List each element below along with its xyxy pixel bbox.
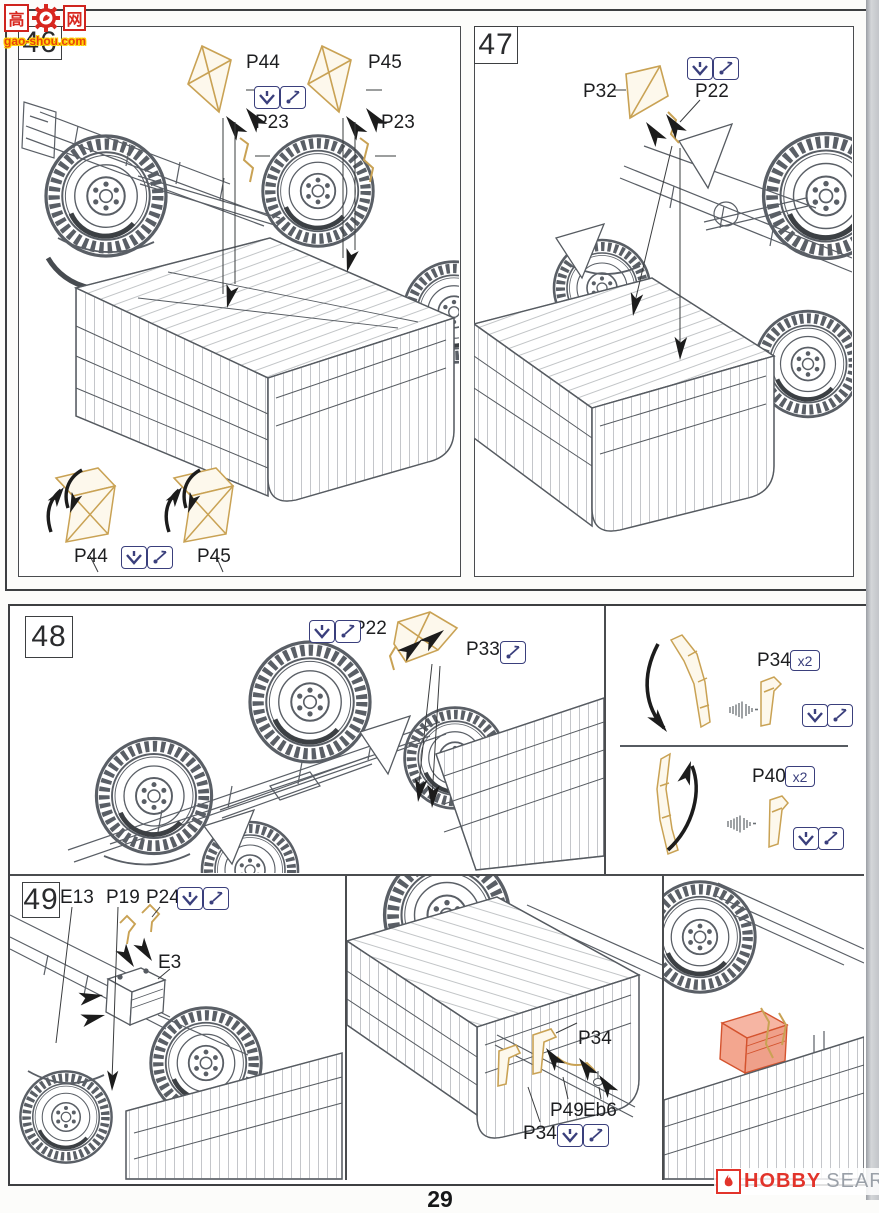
label-p44-top: P44: [246, 52, 280, 73]
step-number-48: 48: [25, 616, 73, 658]
step49-middle-drawing: [347, 876, 662, 1139]
step48-drawing: [67, 611, 604, 873]
step47-drawing: [474, 26, 852, 532]
hobbysearch-watermark: HOBBY SEARCH: [714, 1168, 879, 1195]
label-p22-47: P22: [695, 81, 729, 102]
step-number-49: 49: [22, 882, 60, 918]
label-p23-right: P23: [381, 112, 415, 133]
glue-icon: [203, 887, 229, 910]
insert-arrow-icon: [793, 827, 819, 850]
glue-icon: [500, 641, 526, 664]
x2-quantity-badge: x2: [785, 766, 815, 787]
label-p34-upper: P34: [578, 1028, 612, 1049]
gaoshou-watermark: 高 网 gao-shou.com: [4, 3, 86, 48]
insert-arrow-icon: [254, 86, 280, 109]
insert-arrow-icon: [121, 546, 147, 569]
label-p33: P33: [466, 639, 500, 660]
step48-fold-diagrams: [645, 634, 789, 856]
insert-arrow-icon: [802, 704, 828, 727]
step49-drawing: [10, 903, 343, 1180]
label-p24: P24: [146, 887, 180, 908]
insert-arrow-icon: [557, 1124, 583, 1147]
gaoshou-char-right: 网: [63, 5, 86, 31]
glue-icon: [147, 546, 173, 569]
glue-icon: [818, 827, 844, 850]
label-e13: E13: [60, 887, 94, 908]
label-p22-48: P22: [353, 618, 387, 639]
label-p32: P32: [583, 81, 617, 102]
step49-divider-right: [662, 876, 664, 1180]
bend-motion-icon: [726, 812, 758, 841]
step-number-47: 47: [474, 26, 518, 64]
step49-divider-left: [345, 876, 347, 1180]
gaoshou-char-left: 高: [4, 4, 29, 32]
step49-result-drawing: [664, 876, 864, 1180]
step48-step49-divider: [10, 874, 864, 876]
gaoshou-domain: gao-shou.com: [4, 34, 87, 48]
gaoshou-gear-icon: [32, 4, 60, 32]
glue-icon: [583, 1124, 609, 1147]
label-p49: P49: [550, 1100, 584, 1121]
label-p34-lower: P34: [523, 1123, 557, 1144]
glue-icon: [713, 57, 739, 80]
label-p45-bottom: P45: [197, 546, 231, 567]
insert-arrow-icon: [177, 887, 203, 910]
x2-quantity-badge: x2: [790, 650, 820, 671]
insert-arrow-icon: [309, 620, 335, 643]
glue-icon: [280, 86, 306, 109]
hobbysearch-flame-icon: [716, 1169, 741, 1194]
hobbysearch-word2: SEARCH: [826, 1170, 879, 1192]
hobbysearch-word1: HOBBY: [744, 1170, 822, 1192]
step48-subpanel-divider: [604, 606, 606, 875]
label-p45-top: P45: [368, 52, 402, 73]
label-eb6: Eb6: [583, 1100, 617, 1121]
label-p23-left: P23: [255, 112, 289, 133]
step46-drawing: [21, 44, 459, 573]
label-p44-bottom: P44: [74, 546, 108, 567]
insert-arrow-icon: [687, 57, 713, 80]
label-p34-x2: P34: [757, 650, 791, 671]
label-p19: P19: [106, 887, 140, 908]
label-p40-x2: P40: [752, 766, 786, 787]
glue-icon: [827, 704, 853, 727]
scan-edge: [866, 0, 879, 1200]
p34-p40-divider: [620, 745, 848, 747]
label-e3: E3: [158, 952, 182, 973]
glue-icon: [335, 620, 361, 643]
bend-motion-icon: [728, 698, 760, 727]
